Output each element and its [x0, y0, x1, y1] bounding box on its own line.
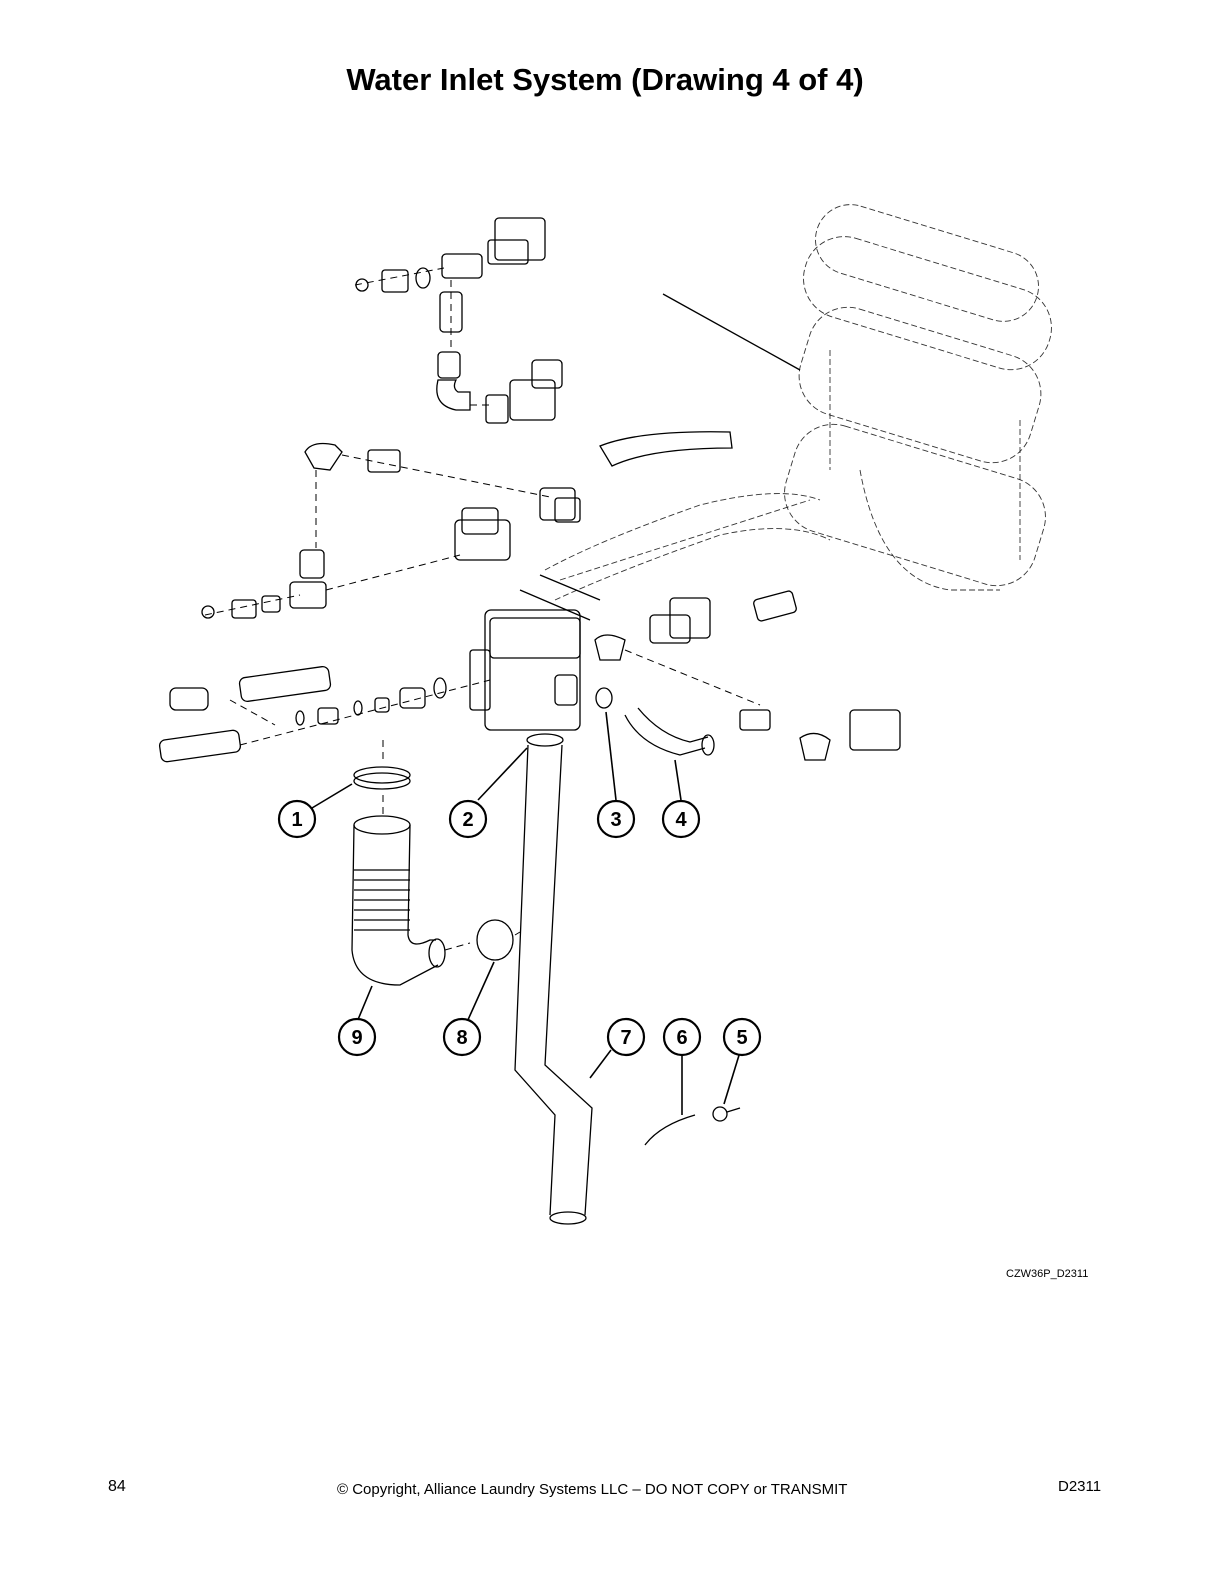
- callout-label-1: 1: [291, 809, 302, 831]
- callout-leaders: [311, 711, 741, 1115]
- callout-label-6: 6: [676, 1027, 687, 1049]
- callout-label-8: 8: [456, 1027, 467, 1049]
- part-plug-5: [712, 1106, 741, 1122]
- callout-label-7: 7: [620, 1027, 631, 1049]
- middle-left-valve-assembly: [201, 431, 733, 619]
- document-code: D2311: [1058, 1478, 1102, 1495]
- callout-1: 1: [277, 799, 317, 839]
- right-middle-valve-assembly: [594, 590, 901, 761]
- callout-8: 8: [442, 1017, 482, 1057]
- callout-2: 2: [448, 799, 488, 839]
- callout-label-2: 2: [462, 809, 473, 831]
- part-drain-elbow-9: [351, 815, 446, 986]
- part-clamp-8: [444, 919, 521, 961]
- part-tube-6: [644, 1114, 696, 1146]
- callout-5: 5: [722, 1017, 762, 1057]
- callout-9: 9: [337, 1017, 377, 1057]
- callout-6: 6: [662, 1017, 702, 1057]
- callout-label-3: 3: [610, 809, 621, 831]
- part-clamp-1: [353, 740, 411, 815]
- copyright-notice: © Copyright, Alliance Laundry Systems LL…: [337, 1481, 848, 1498]
- callout-3: 3: [596, 799, 636, 839]
- callout-label-9: 9: [351, 1027, 362, 1049]
- upper-valve-assembly: [354, 217, 563, 424]
- page-title: Water Inlet System (Drawing 4 of 4): [346, 62, 864, 97]
- part-drain-hose-7: [514, 733, 593, 1225]
- callout-4: 4: [661, 799, 701, 839]
- callout-7: 7: [606, 1017, 646, 1057]
- manifold-body: [469, 574, 601, 731]
- callout-label-4: 4: [675, 809, 687, 831]
- callout-label-5: 5: [736, 1027, 747, 1049]
- left-hose-fittings: [158, 665, 491, 763]
- part-clamp-3: [595, 687, 613, 709]
- part-hose-4: [624, 707, 715, 756]
- drawing-code: CZW36P_D2311: [1006, 1268, 1089, 1280]
- page-number: 84: [108, 1478, 126, 1495]
- dispenser-assembly: [544, 204, 1052, 601]
